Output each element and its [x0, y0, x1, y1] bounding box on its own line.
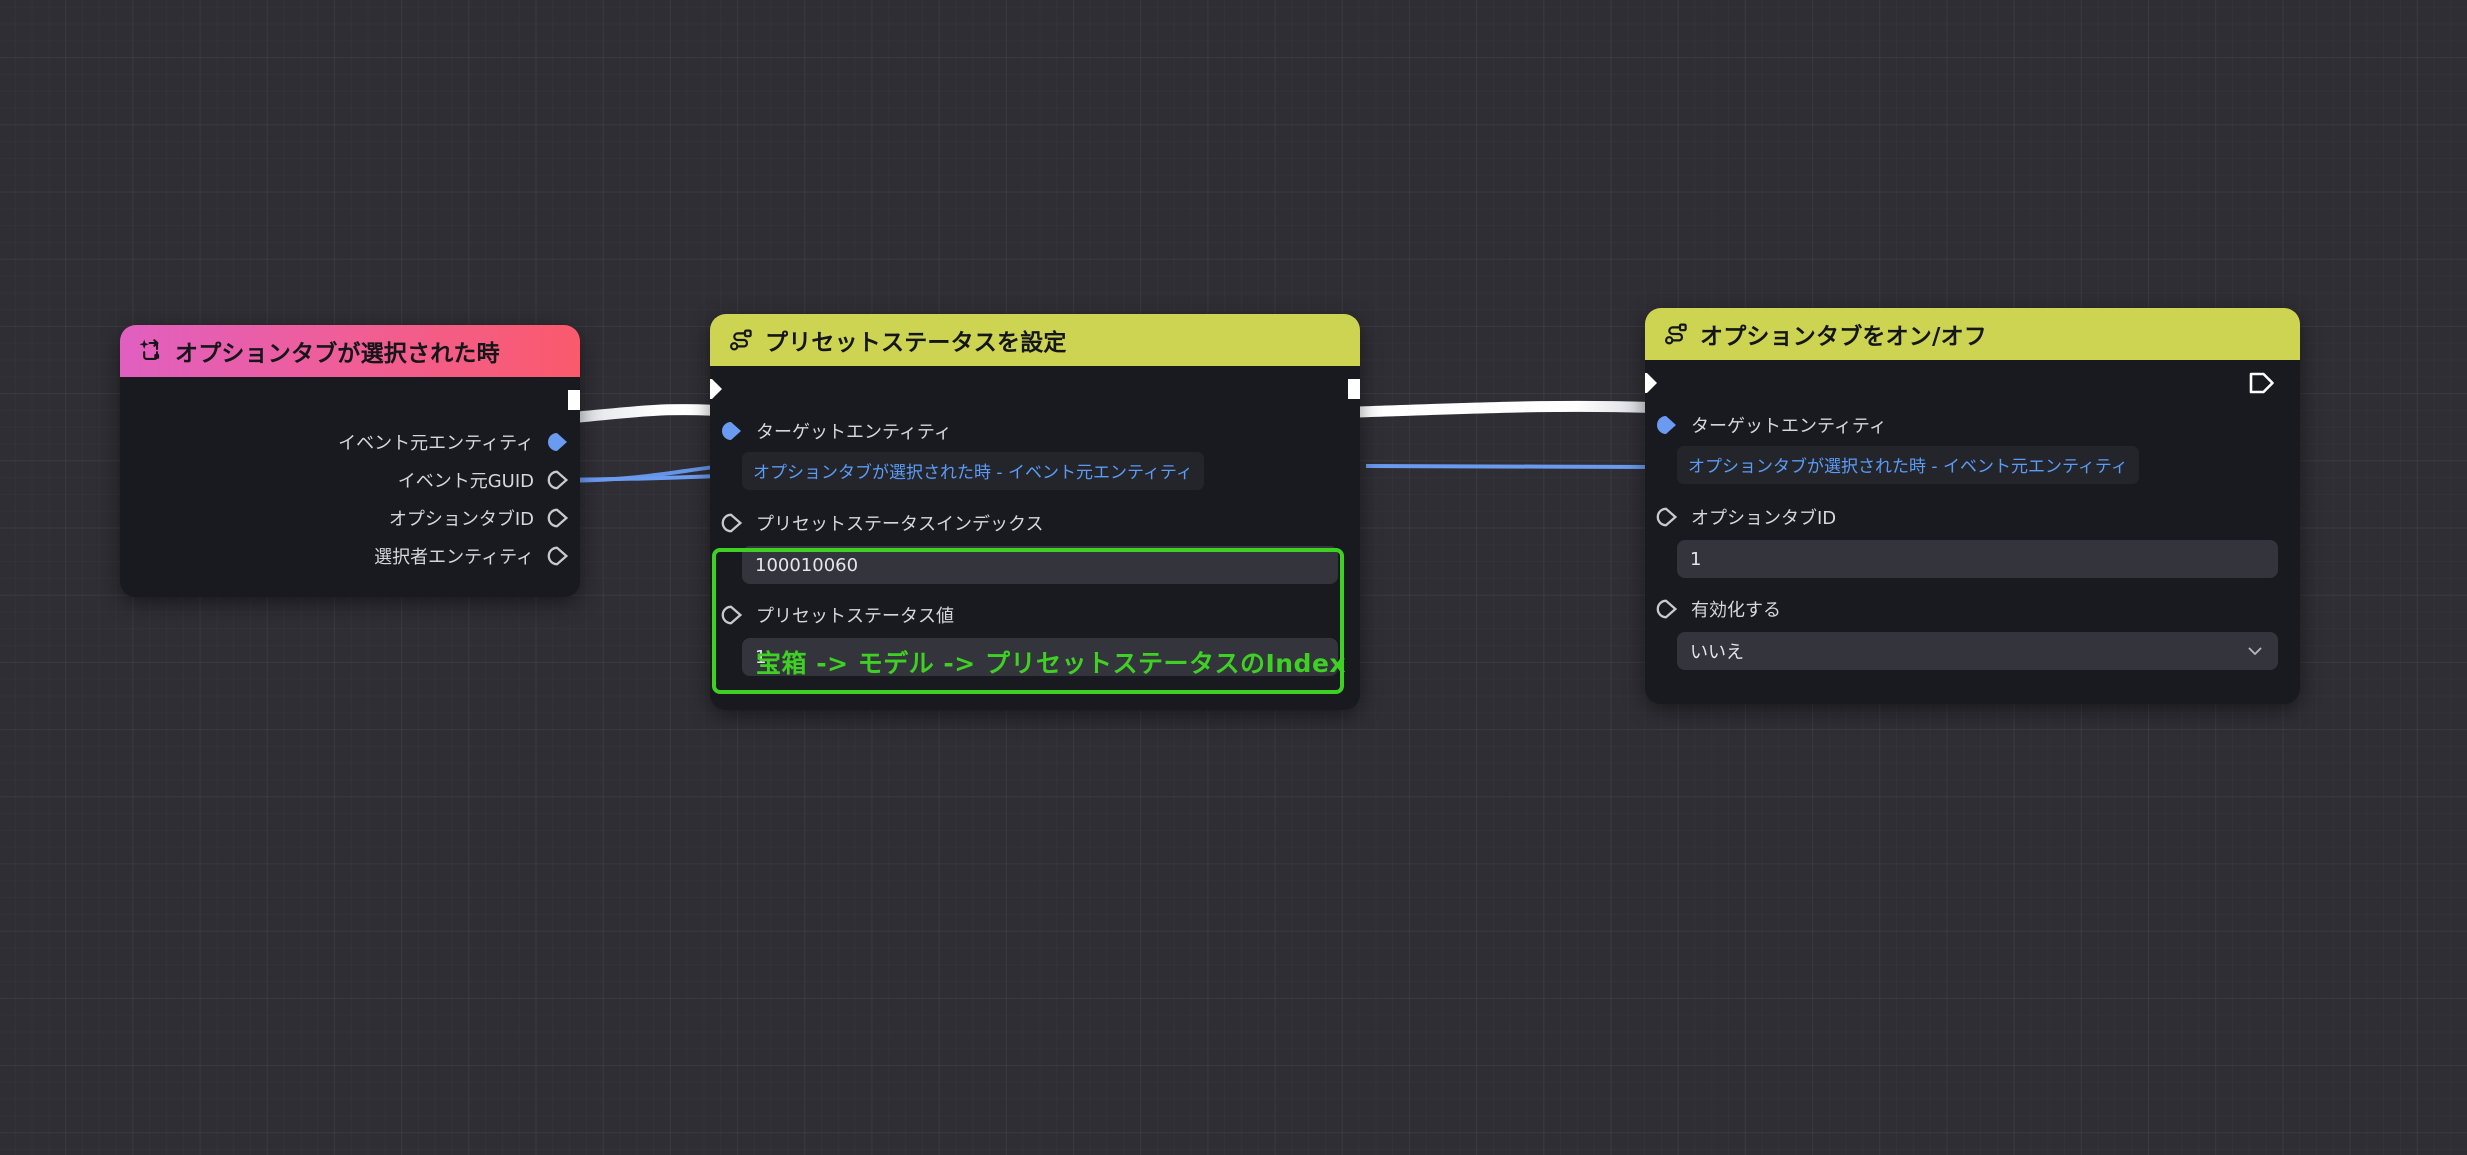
value-pin-hollow-icon[interactable] — [721, 605, 743, 625]
input-port-row[interactable]: オプションタブID — [1645, 498, 2300, 536]
output-port-row[interactable]: イベント元GUID — [120, 461, 580, 499]
output-port-row[interactable]: 選択者エンティティ — [120, 537, 580, 575]
port-label: ターゲットエンティティ — [756, 422, 952, 443]
node-header: オプションタブが選択された時 — [120, 325, 580, 377]
enable-select[interactable]: いいえ — [1677, 632, 2278, 670]
wire-data-2b — [1365, 464, 1665, 469]
input-port-row[interactable]: 有効化する — [1645, 590, 2300, 628]
node-inner: ターゲットエンティティ オプションタブが選択された時 - イベント元エンティティ… — [710, 366, 1360, 710]
chevron-down-icon — [2245, 641, 2265, 661]
value-pin-hollow-icon[interactable] — [547, 546, 569, 566]
annotation-text: 宝箱 -> モデル -> プリセットステータスのIndex — [756, 649, 1347, 678]
port-label: 選択者エンティティ — [374, 547, 534, 568]
exec-row — [1645, 360, 2300, 406]
node-action-set-preset-status[interactable]: プリセットステータスを設定 — [710, 314, 1360, 710]
node-inner: ターゲットエンティティ オプションタブが選択された時 - イベント元エンティティ… — [1645, 360, 2300, 704]
port-label: オプションタブID — [388, 509, 534, 530]
node-event-option-tab-selected[interactable]: オプションタブが選択された時 イベント元エンティティ — [120, 325, 580, 597]
value-pin-hollow-icon[interactable] — [1656, 599, 1678, 619]
preset-status-value-input[interactable]: 1 — [742, 638, 1338, 676]
node-flow-icon — [1663, 321, 1689, 347]
port-label: プリセットステータスインデックス — [756, 514, 1044, 535]
node-title: プリセットステータスを設定 — [765, 330, 1067, 356]
preset-status-index-input[interactable]: 100010060 — [742, 546, 1338, 584]
value-pin-hollow-icon[interactable] — [721, 513, 743, 533]
node-inner: イベント元エンティティ イベント元GUID オプションタブID — [120, 377, 580, 597]
port-label: プリセットステータス値 — [756, 606, 954, 627]
port-label: 有効化する — [1691, 600, 1781, 621]
node-header: プリセットステータスを設定 — [710, 314, 1360, 366]
entity-pin-filled-icon[interactable] — [1656, 415, 1678, 435]
linked-value-chip[interactable]: オプションタブが選択された時 - イベント元エンティティ — [742, 452, 1204, 490]
exec-out-pin[interactable] — [2248, 371, 2276, 395]
wire-exec-2 — [1357, 400, 1669, 418]
exec-row — [710, 366, 1360, 412]
value-pin-hollow-icon[interactable] — [547, 470, 569, 490]
value-pin-hollow-icon[interactable] — [547, 508, 569, 528]
exec-out-pin[interactable] — [1346, 377, 1360, 401]
node-action-toggle-option-tab[interactable]: オプションタブをオン/オフ — [1645, 308, 2300, 704]
input-port-row[interactable]: ターゲットエンティティ — [1645, 406, 2300, 444]
node-title: オプションタブをオン/オフ — [1700, 324, 1988, 350]
enable-select-value: いいえ — [1690, 642, 1744, 663]
output-port-row[interactable]: オプションタブID — [120, 499, 580, 537]
node-flow-icon — [728, 327, 754, 353]
input-port-row[interactable]: プリセットステータスインデックス — [710, 504, 1360, 542]
event-sparkle-icon — [138, 338, 164, 364]
port-label: イベント元エンティティ — [338, 433, 534, 454]
exec-in-pin[interactable] — [710, 377, 724, 401]
exec-row — [120, 377, 580, 423]
exec-in-pin[interactable] — [1645, 371, 1659, 395]
port-label: イベント元GUID — [397, 471, 534, 492]
entity-pin-filled-icon[interactable] — [721, 421, 743, 441]
port-label: ターゲットエンティティ — [1691, 416, 1887, 437]
exec-out-pin[interactable] — [566, 388, 580, 412]
linked-value-chip[interactable]: オプションタブが選択された時 - イベント元エンティティ — [1677, 446, 2139, 484]
option-tab-id-input[interactable]: 1 — [1677, 540, 2278, 578]
input-port-row[interactable]: プリセットステータス値 — [710, 596, 1360, 634]
value-pin-hollow-icon[interactable] — [1656, 507, 1678, 527]
output-port-row[interactable]: イベント元エンティティ — [120, 423, 580, 461]
node-title: オプションタブが選択された時 — [175, 341, 500, 367]
input-port-row[interactable]: ターゲットエンティティ — [710, 412, 1360, 450]
node-header: オプションタブをオン/オフ — [1645, 308, 2300, 360]
entity-pin-filled-icon[interactable] — [547, 432, 569, 452]
port-label: オプションタブID — [1691, 508, 1837, 529]
